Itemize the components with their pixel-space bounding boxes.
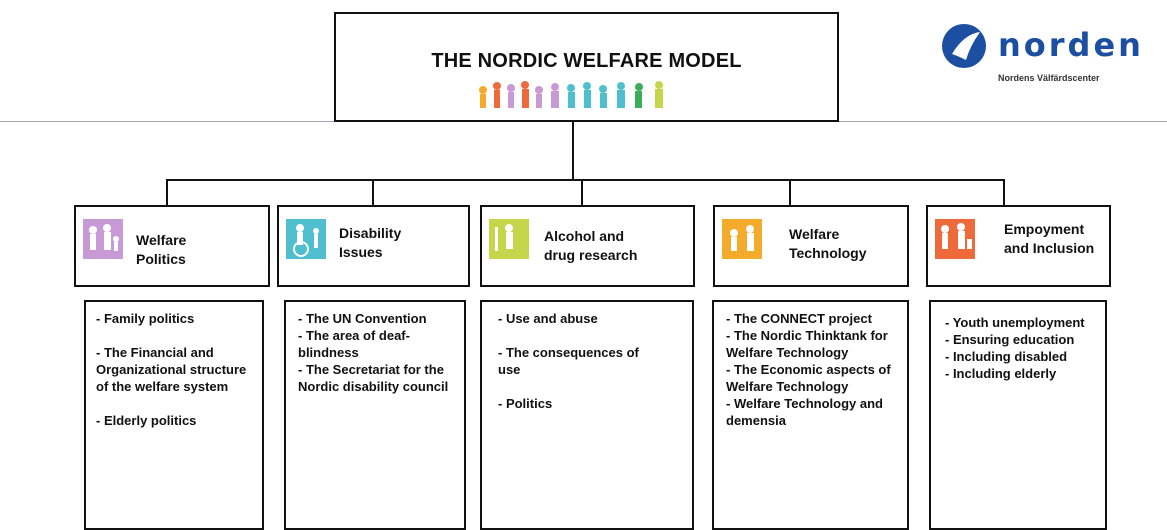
wheelchair-icon (286, 219, 326, 259)
detail-item: - Use and abuse (498, 311, 598, 326)
details-alcohol-drug-research: - Use and abuse - The consequences of us… (480, 300, 694, 530)
detail-item: - Welfare Technology and demensia (726, 396, 883, 428)
category-welfare-technology: Welfare Technology (713, 205, 909, 287)
norden-logo: norden Nordens Välfärdscenter (938, 22, 1148, 92)
trunk-connector (572, 122, 574, 180)
detail-item: - Politics (498, 396, 553, 411)
detail-item: - Including disabled (945, 349, 1068, 364)
branch-connector (581, 179, 583, 206)
detail-item: - The area of deaf-blindness (298, 328, 410, 360)
logo-subtitle: Nordens Välfärdscenter (998, 73, 1100, 83)
detail-item: - The consequences of use (498, 345, 639, 377)
detail-item: - The CONNECT project (726, 311, 872, 326)
branch-connector (372, 179, 374, 206)
detail-item: - The Nordic Thinktank for Welfare Techn… (726, 328, 888, 360)
logo-wordmark: norden (998, 26, 1144, 64)
detail-item: - The Economic aspects of Welfare Techno… (726, 362, 891, 394)
details-welfare-politics: - Family politics - The Financial and Or… (84, 300, 264, 530)
branch-connector (166, 179, 168, 206)
title-box: THE NORDIC WELFARE MODEL (334, 12, 839, 122)
category-label: Welfare Politics (136, 232, 187, 267)
detail-item: - Elderly politics (96, 413, 197, 428)
detail-item: - The Secretariat for the Nordic disabil… (298, 362, 449, 394)
branch-connector (789, 179, 791, 206)
technology-icon (722, 219, 762, 259)
detail-item: - Youth unemployment (945, 315, 1085, 330)
detail-item: - The Financial and Organizational struc… (96, 345, 247, 394)
category-welfare-politics: Welfare Politics (74, 205, 270, 287)
category-label: Empoyment and Inclusion (1004, 221, 1095, 256)
detail-item: - The UN Convention (298, 311, 427, 326)
detail-item: - Ensuring education (945, 332, 1075, 347)
person-icon (489, 219, 529, 259)
diagram-title: THE NORDIC WELFARE MODEL (431, 50, 742, 72)
category-employment-inclusion: Empoyment and Inclusion (926, 205, 1111, 287)
details-welfare-technology: - The CONNECT project - The Nordic Think… (712, 300, 909, 530)
category-label: Welfare Technology (789, 226, 867, 261)
details-disability-issues: - The UN Convention - The area of deaf-b… (284, 300, 466, 530)
category-label: Alcohol and drug research (544, 228, 638, 263)
detail-item: - Family politics (96, 311, 195, 326)
norden-logo-mark (942, 24, 986, 68)
category-label: Disability Issues (339, 225, 402, 260)
workers-icon (935, 219, 975, 259)
details-employment-inclusion: - Youth unemployment - Ensuring educatio… (929, 300, 1107, 530)
detail-item: - Including elderly (945, 366, 1057, 381)
category-disability-issues: Disability Issues (277, 205, 470, 287)
people-illustration (479, 81, 663, 108)
horizontal-connector (166, 179, 1005, 181)
category-alcohol-drug-research: Alcohol and drug research (480, 205, 695, 287)
branch-connector (1003, 179, 1005, 206)
family-icon (83, 219, 123, 259)
